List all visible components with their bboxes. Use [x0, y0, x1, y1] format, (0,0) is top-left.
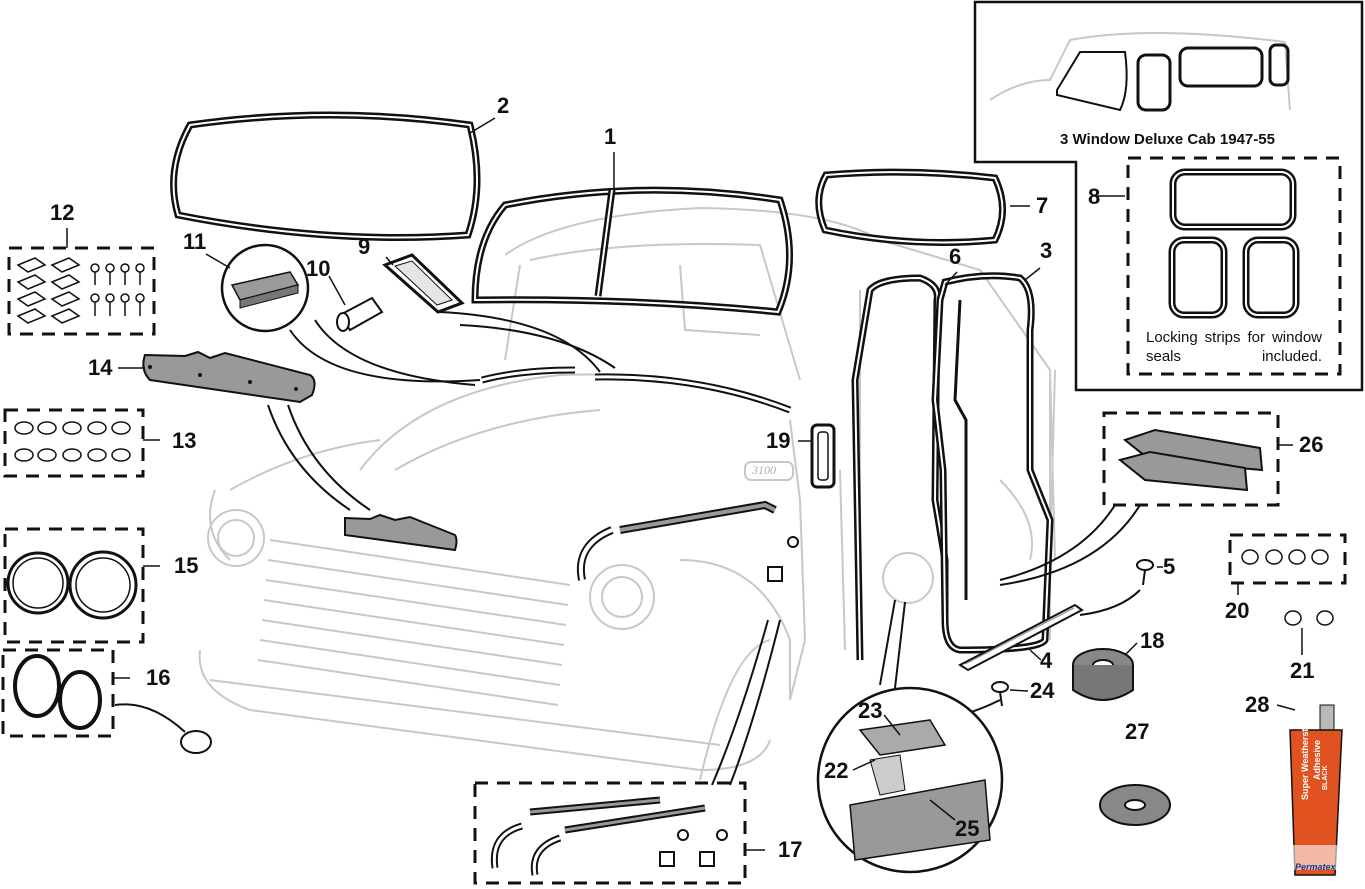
hood-emblem-installed	[344, 513, 458, 552]
inset-note: Locking strips for window seals included…	[1146, 329, 1322, 365]
sill-plate	[957, 603, 1084, 672]
screw-24	[991, 681, 1009, 707]
callout-5: 5	[1163, 554, 1176, 579]
inset-title: 3 Window Deluxe Cab 1947-55	[1060, 131, 1275, 148]
callout-23: 23	[858, 698, 883, 723]
parking-light-gaskets	[13, 654, 212, 754]
callout-25: 25	[955, 816, 980, 841]
callout-2: 2	[497, 93, 510, 118]
vent-gasket	[382, 253, 465, 314]
rear-window-gasket	[170, 111, 481, 241]
door-brackets	[1117, 428, 1264, 492]
tube-brand: Permatex	[1295, 862, 1336, 872]
badge-3100	[744, 461, 794, 481]
callout-3: 3	[1040, 238, 1053, 263]
door-seal	[931, 272, 1054, 654]
tube-line1: Super Weatherstrip	[1300, 717, 1310, 800]
adhesive-tube	[1289, 704, 1343, 876]
callout-26: 26	[1299, 432, 1324, 457]
fasteners-20-21	[1241, 549, 1334, 626]
callout-21: 21	[1290, 658, 1315, 683]
hood-emblem-plate	[142, 350, 316, 404]
callout-16: 16	[146, 665, 171, 690]
callout-27: 27	[1125, 719, 1150, 744]
callout-15: 15	[174, 553, 199, 578]
hood-strips	[481, 366, 792, 414]
callout-11: 11	[183, 229, 207, 254]
fender-welting-kit	[490, 796, 728, 876]
badge-3100-text: 3100	[752, 463, 776, 477]
hose	[336, 296, 384, 332]
callout-leaders	[66, 117, 1303, 851]
cab-window-seals	[1168, 168, 1300, 319]
callout-17: 17	[778, 837, 803, 862]
screw-5	[1136, 559, 1154, 586]
callout-4: 4	[1040, 648, 1053, 673]
callout-7: 7	[1036, 193, 1049, 218]
fender-welting	[576, 500, 799, 582]
sill-detail-magnifier	[816, 552, 1004, 874]
callout-18: 18	[1140, 628, 1165, 653]
dashed-boxes	[1, 156, 1347, 885]
tube-line3: BLACK	[1322, 765, 1329, 791]
callout-14: 14	[88, 355, 113, 380]
callout-6: 6	[949, 244, 962, 269]
tape-roll	[1072, 648, 1134, 701]
callout-19: 19	[766, 428, 791, 453]
back-glass-seal	[815, 168, 1006, 246]
callout-13: 13	[172, 428, 197, 453]
leader-lines	[114, 311, 1141, 786]
tube-line2: Adhesive	[1312, 739, 1322, 780]
windshield-gasket	[471, 186, 794, 316]
callout-22: 22	[824, 758, 849, 783]
callout-1: 1	[604, 124, 617, 149]
callout-8: 8	[1088, 184, 1101, 209]
callout-10: 10	[306, 256, 331, 281]
fasteners-13	[14, 421, 131, 462]
clips-12	[16, 257, 145, 324]
callout-12: 12	[50, 200, 75, 225]
callout-28: 28	[1245, 692, 1270, 717]
headlight-gaskets	[6, 550, 138, 620]
foam-tape-roll	[1099, 784, 1171, 826]
cowl-vent-seal	[810, 423, 836, 489]
callout-20: 20	[1225, 598, 1250, 623]
inset-frame	[973, 0, 1364, 392]
hood-strip-detail	[220, 243, 310, 333]
callout-9: 9	[358, 234, 371, 259]
callout-24: 24	[1030, 678, 1055, 703]
